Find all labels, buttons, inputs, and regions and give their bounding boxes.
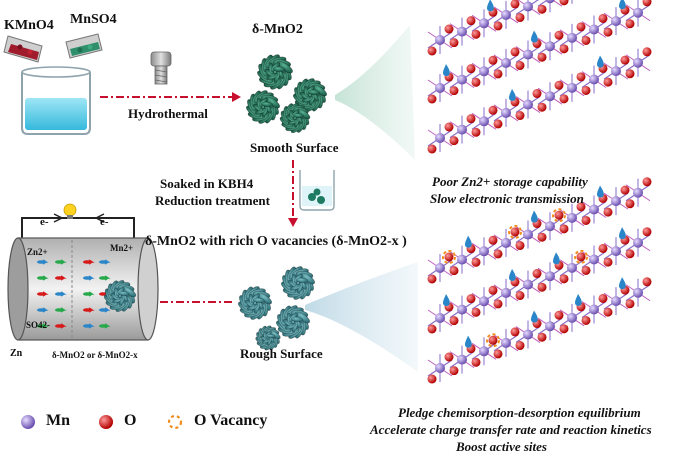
ion-dot xyxy=(83,276,91,280)
legend-mn-label: Mn xyxy=(46,412,70,429)
ion-dot xyxy=(55,260,63,264)
smooth-surface-label: Smooth Surface xyxy=(250,140,339,155)
legend-vacancy-symbol xyxy=(167,414,183,430)
beaker xyxy=(21,66,91,135)
electrolyte-ions xyxy=(37,259,111,329)
so4-ion-label: SO42- xyxy=(26,320,51,330)
soaked-label: Soaked in KBH4 xyxy=(160,176,254,191)
ion-dot xyxy=(55,308,63,312)
particle-top-2 xyxy=(292,78,328,112)
lattice-bot-layer-1 xyxy=(427,177,652,284)
particle-top-1 xyxy=(257,54,293,90)
mnso4-label: MnSO4 xyxy=(70,12,117,27)
particle-bot-4 xyxy=(255,325,281,351)
ion-dot xyxy=(55,324,63,328)
lattice-top-layer-3 xyxy=(427,47,652,154)
hydrothermal-label: Hydrothermal xyxy=(128,106,208,121)
ion-dot xyxy=(99,260,107,264)
reduction-label: Reduction treatment xyxy=(155,193,270,208)
ion-dot xyxy=(37,324,45,328)
electron-left: e- xyxy=(40,216,49,228)
pristine-name: δ-MnO2 xyxy=(252,22,303,37)
ion-dot xyxy=(37,292,45,296)
mnso4-container xyxy=(65,33,103,59)
lattice-bot-layer-3 xyxy=(427,277,652,384)
cathode-flower xyxy=(103,280,137,312)
bulb-icon xyxy=(63,203,77,219)
cathode-particle xyxy=(103,280,137,312)
ion-dot xyxy=(83,292,91,296)
cathode-label: δ-MnO2 or δ-MnO2-x xyxy=(52,350,138,360)
defect-lattice xyxy=(427,177,652,384)
kmno4-container xyxy=(3,35,43,63)
lattice-top-layer-2 xyxy=(427,0,652,104)
anode-label: Zn xyxy=(10,348,23,359)
lattice-top-layer-1 xyxy=(427,0,573,56)
defect-mno2-particles xyxy=(237,266,316,351)
ion-dot xyxy=(55,276,63,280)
legend-mn-symbol xyxy=(21,415,35,429)
rough-surface-label: Rough Surface xyxy=(240,346,323,361)
bottom-beam xyxy=(305,262,418,372)
autoclave-icon xyxy=(150,51,172,85)
boost-label: Boost active sites xyxy=(456,439,547,454)
ion-dot xyxy=(37,276,45,280)
ion-dot xyxy=(99,292,107,296)
defect-name: δ-MnO2 with rich O vacancies (δ-MnO2-x ) xyxy=(145,234,407,249)
particle-bot-2 xyxy=(280,266,316,300)
ion-dot xyxy=(99,276,107,280)
pristine-lattice xyxy=(427,0,652,154)
particle-top-3 xyxy=(245,90,281,124)
kmno4-label: KMnO4 xyxy=(4,18,54,33)
kbh4-beaker xyxy=(299,170,335,211)
legend-o-label: O xyxy=(124,412,137,429)
legend-o-symbol xyxy=(99,415,113,429)
poor-storage-label: Poor Zn2+ storage capability xyxy=(432,174,588,189)
mn-ion-label: Mn2+ xyxy=(110,243,134,253)
pristine-mno2-particles xyxy=(245,54,328,134)
pledge-label: Pledge chemisorption-desorption equilibr… xyxy=(398,405,641,420)
ion-dot xyxy=(83,324,91,328)
ion-dot xyxy=(55,292,63,296)
particle-bot-1 xyxy=(237,286,273,320)
lattice-bot-layer-2 xyxy=(427,227,652,334)
ion-dot xyxy=(37,308,45,312)
ion-dot xyxy=(99,324,107,328)
top-beam xyxy=(335,25,415,160)
particle-top-4 xyxy=(279,102,311,134)
slow-transmission-label: Slow electronic transmission xyxy=(430,191,584,206)
particle-bot-3 xyxy=(275,305,311,339)
legend-vacancy-label: O Vacancy xyxy=(194,412,268,429)
ion-dot xyxy=(83,260,91,264)
ion-dot xyxy=(99,308,107,312)
ion-dot xyxy=(37,260,45,264)
ion-dot xyxy=(83,308,91,312)
zn-ion-label: Zn2+ xyxy=(27,247,48,257)
electron-right: e- xyxy=(100,216,109,228)
accelerate-label: Accelerate charge transfer rate and reac… xyxy=(370,422,652,437)
